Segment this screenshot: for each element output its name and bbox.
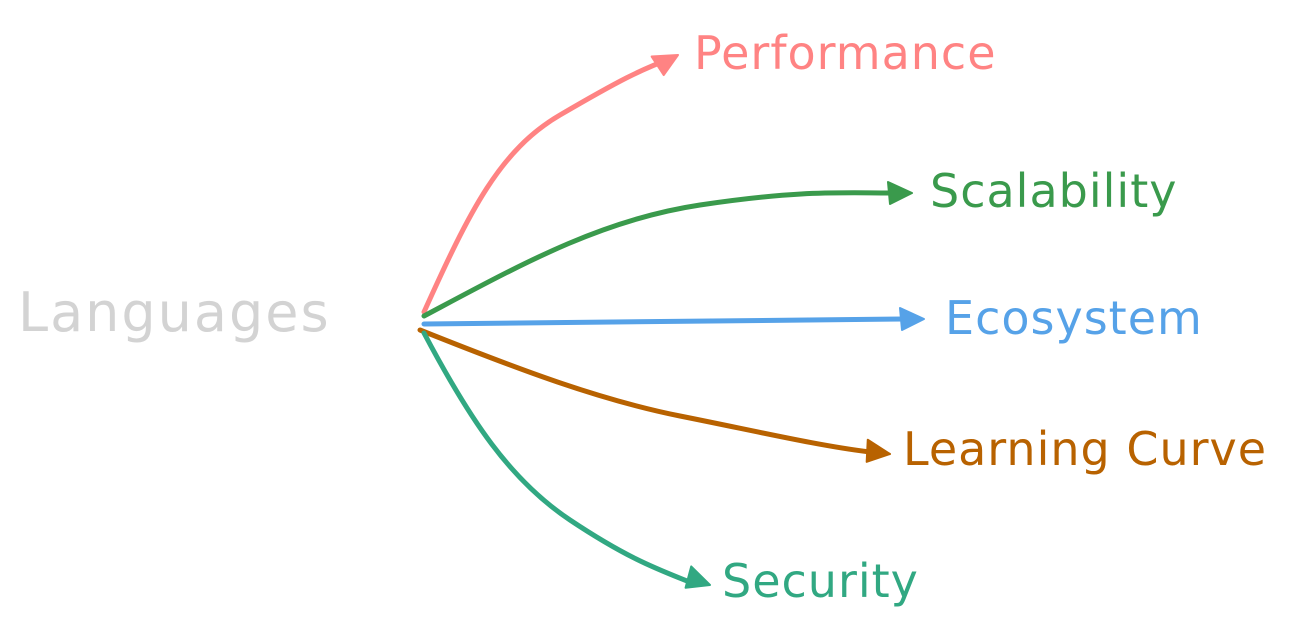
edge-learning-curve: [417, 327, 873, 455]
branch-label-performance: Performance: [694, 26, 997, 80]
arrowhead-scalability-icon: [887, 181, 913, 205]
branch-label-learning-curve: Learning Curve: [903, 422, 1268, 476]
edge-scalability: [421, 190, 896, 319]
arrowhead-learning-curve-icon: [865, 438, 891, 463]
edge-performance: [421, 55, 675, 315]
edge-ecosystem: [421, 316, 908, 327]
branch-label-ecosystem: Ecosystem: [945, 291, 1203, 345]
arrowhead-performance-icon: [650, 54, 679, 77]
branch-label-scalability: Scalability: [930, 164, 1178, 218]
arrowhead-security-icon: [684, 565, 711, 589]
arrowhead-ecosystem-icon: [899, 307, 925, 331]
edge-security: [421, 330, 695, 586]
branch-label-security: Security: [722, 554, 919, 608]
root-node-label: Languages: [18, 281, 331, 344]
